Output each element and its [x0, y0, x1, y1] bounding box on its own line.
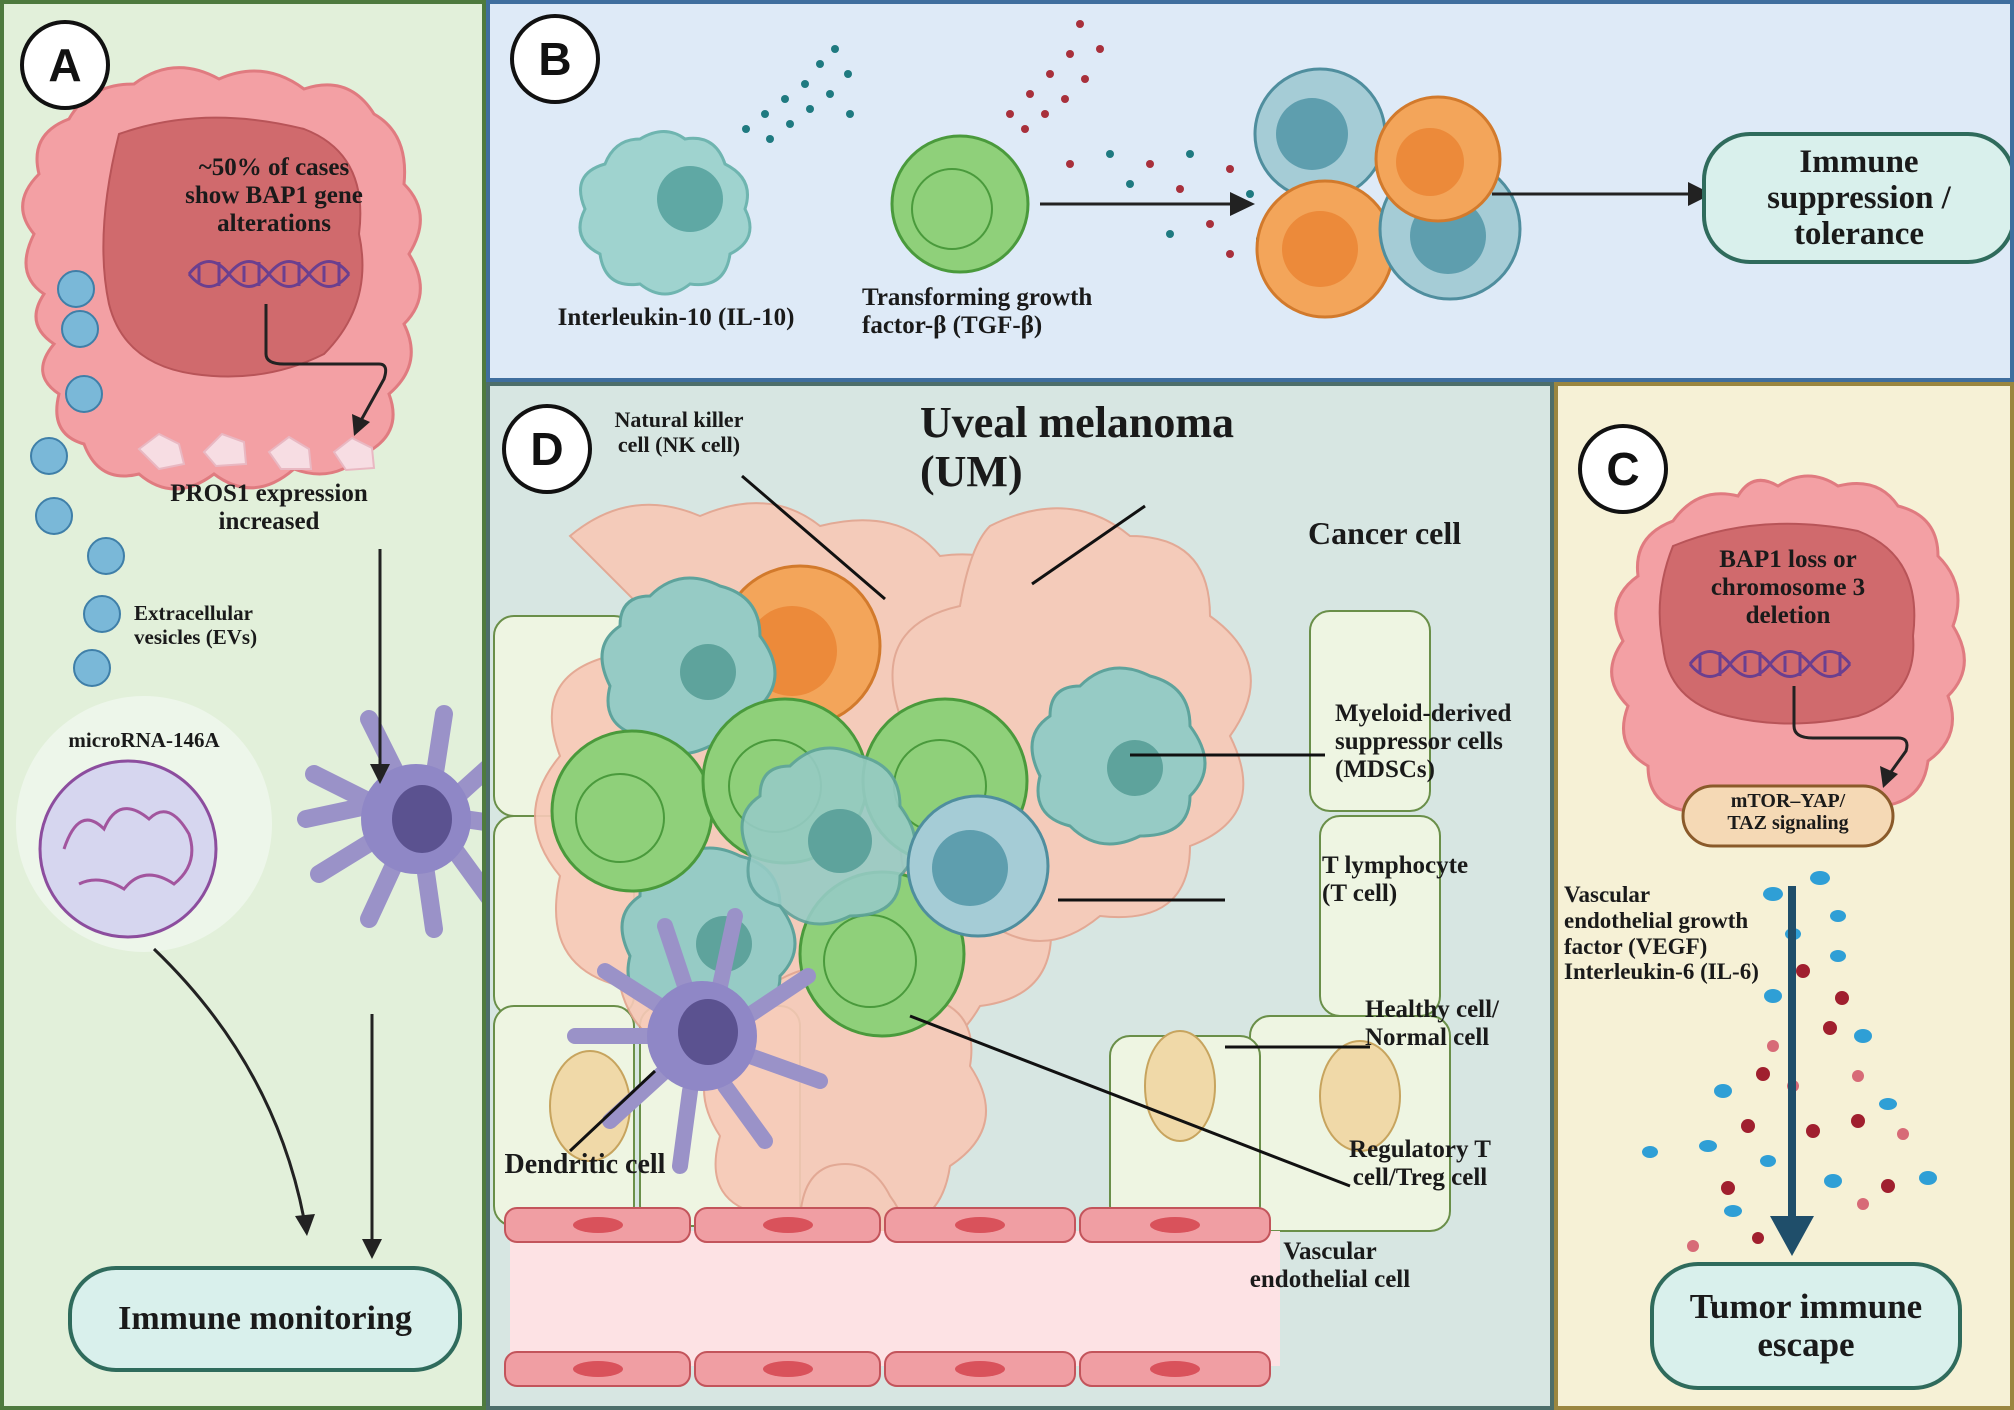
panel-d: D Uveal melanoma (UM) Natural killer cel… [486, 382, 1554, 1410]
treg-cell-label: Regulatory T cell/Treg cell [1349, 1136, 1491, 1191]
vascular-endothelial-label: Vascular endothelial cell [1249, 1238, 1411, 1293]
mtor-signaling-label: mTOR–YAP/ TAZ signaling [1727, 790, 1849, 835]
pros1-label: PROS1 expression increased [170, 480, 368, 535]
pros1-protein-icon [137, 432, 376, 472]
panel-c-letter: C [1578, 424, 1668, 514]
cytokine-dots-icon [1642, 871, 1937, 1252]
panel-d-letter: D [502, 404, 592, 494]
evs-label: Extracellular vesicles (EVs) [134, 601, 258, 649]
treg-cell-icon [890, 134, 1030, 274]
tumor-immune-escape-outcome: Tumor immune escape [1650, 1262, 1962, 1390]
tgfb-label: Transforming growth factor-β (TGF-β) [862, 284, 1093, 339]
panel-d-illustration [493, 474, 1451, 1387]
dendritic-cell-label: Dendritic cell [504, 1149, 666, 1180]
blood-vessel-icon [504, 1207, 1280, 1387]
panel-b: B Interleukin-10 (IL-10) Transforming gr… [486, 0, 2014, 382]
vegf-il6-label: Vascular endothelial growth factor (VEGF… [1564, 882, 1759, 985]
panel-b-illustration [578, 20, 1712, 319]
mdsc-icon [578, 130, 752, 296]
t-cell-icon [906, 794, 1050, 938]
dna-helix-icon [1688, 650, 1852, 678]
il10-label: Interleukin-10 (IL-10) [557, 304, 795, 331]
mdsc-label: Myeloid-derived suppressor cells (MDSCs) [1335, 700, 1512, 783]
t-cell-label: T lymphocyte (T cell) [1322, 852, 1469, 907]
panel-b-letter: B [510, 14, 600, 104]
extracellular-vesicle-icon [30, 270, 125, 687]
cytokine-dots-icon [742, 20, 1264, 258]
panel-a: A ~50% of cases show BAP1 gene alteratio… [0, 0, 486, 1410]
microrna-label: microRNA-146A [68, 728, 220, 752]
nucleus-icon [1658, 522, 1916, 725]
immune-cell-cluster-icon [1253, 67, 1522, 319]
cancer-cell-label: Cancer cell [1308, 515, 1462, 551]
panel-c-illustration [1610, 474, 1966, 1256]
healthy-cell-label: Healthy cell/ Normal cell [1365, 996, 1499, 1051]
panel-a-letter: A [20, 20, 110, 110]
immune-monitoring-outcome: Immune monitoring [68, 1266, 462, 1372]
nucleus-icon [102, 116, 364, 378]
nk-cell-label: Natural killer cell (NK cell) [614, 407, 744, 457]
signaling-pill-icon [1681, 784, 1895, 848]
dendritic-cell-icon [297, 705, 482, 938]
bap1-alteration-label: ~50% of cases show BAP1 gene alterations [185, 154, 363, 237]
panel-a-illustration [16, 66, 482, 1259]
bap1-loss-label: BAP1 loss or chromosome 3 deletion [1710, 546, 1866, 629]
microrna-icon [38, 759, 218, 939]
panel-c: C BAP1 loss or chromosome 3 deletion mTO… [1554, 382, 2014, 1410]
dendritic-cell-icon [567, 908, 828, 1174]
um-title: Uveal melanoma (UM) [920, 398, 1235, 497]
immune-suppression-outcome: Immune suppression / tolerance [1702, 132, 2010, 264]
dna-helix-icon [187, 260, 351, 288]
